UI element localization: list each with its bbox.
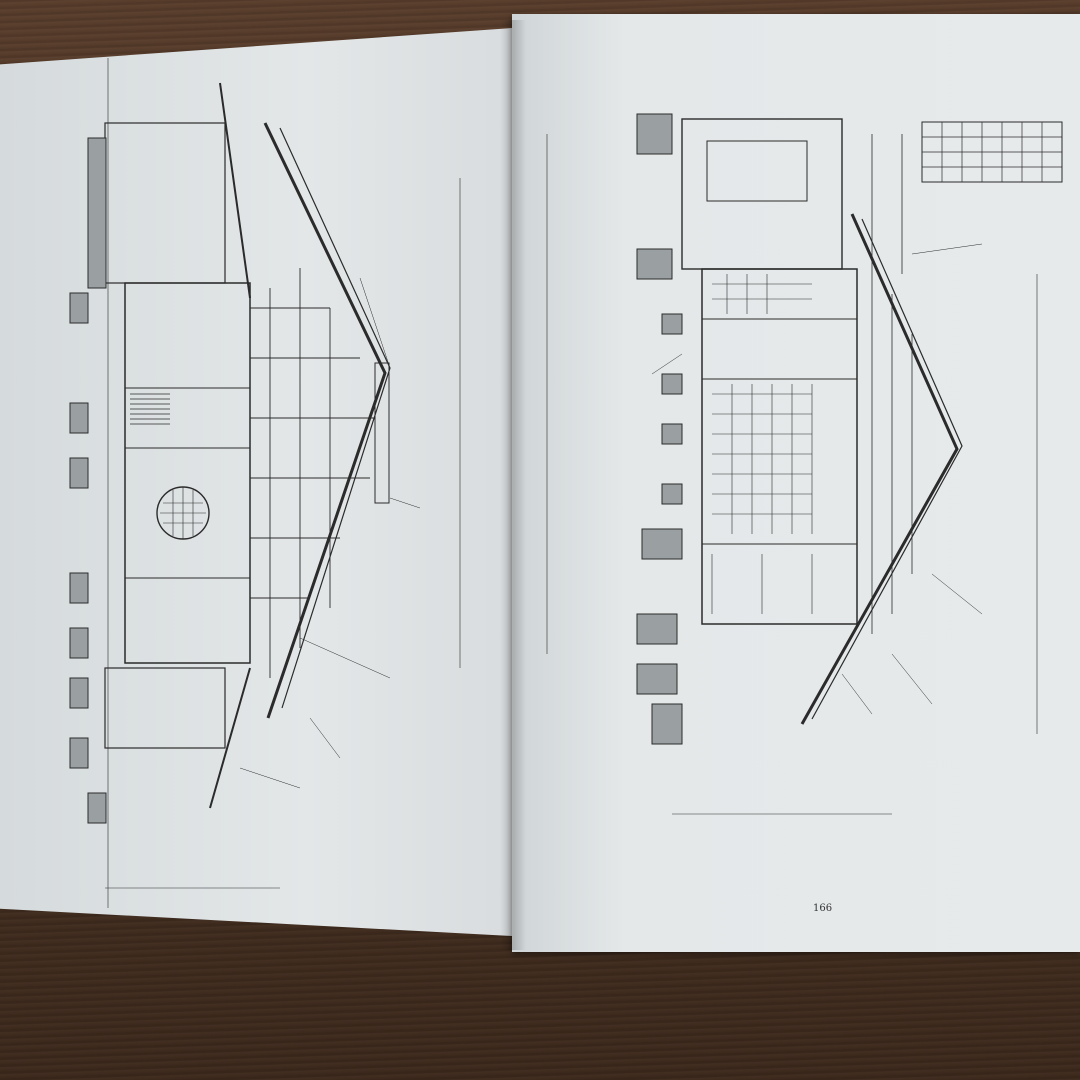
left-section-drawing bbox=[69, 58, 461, 908]
left-book-page bbox=[0, 28, 512, 936]
right-book-page: 166 bbox=[512, 14, 1080, 952]
page-number: 166 bbox=[813, 903, 833, 914]
book-gutter bbox=[500, 20, 526, 950]
right-section-drawing bbox=[546, 113, 1063, 815]
